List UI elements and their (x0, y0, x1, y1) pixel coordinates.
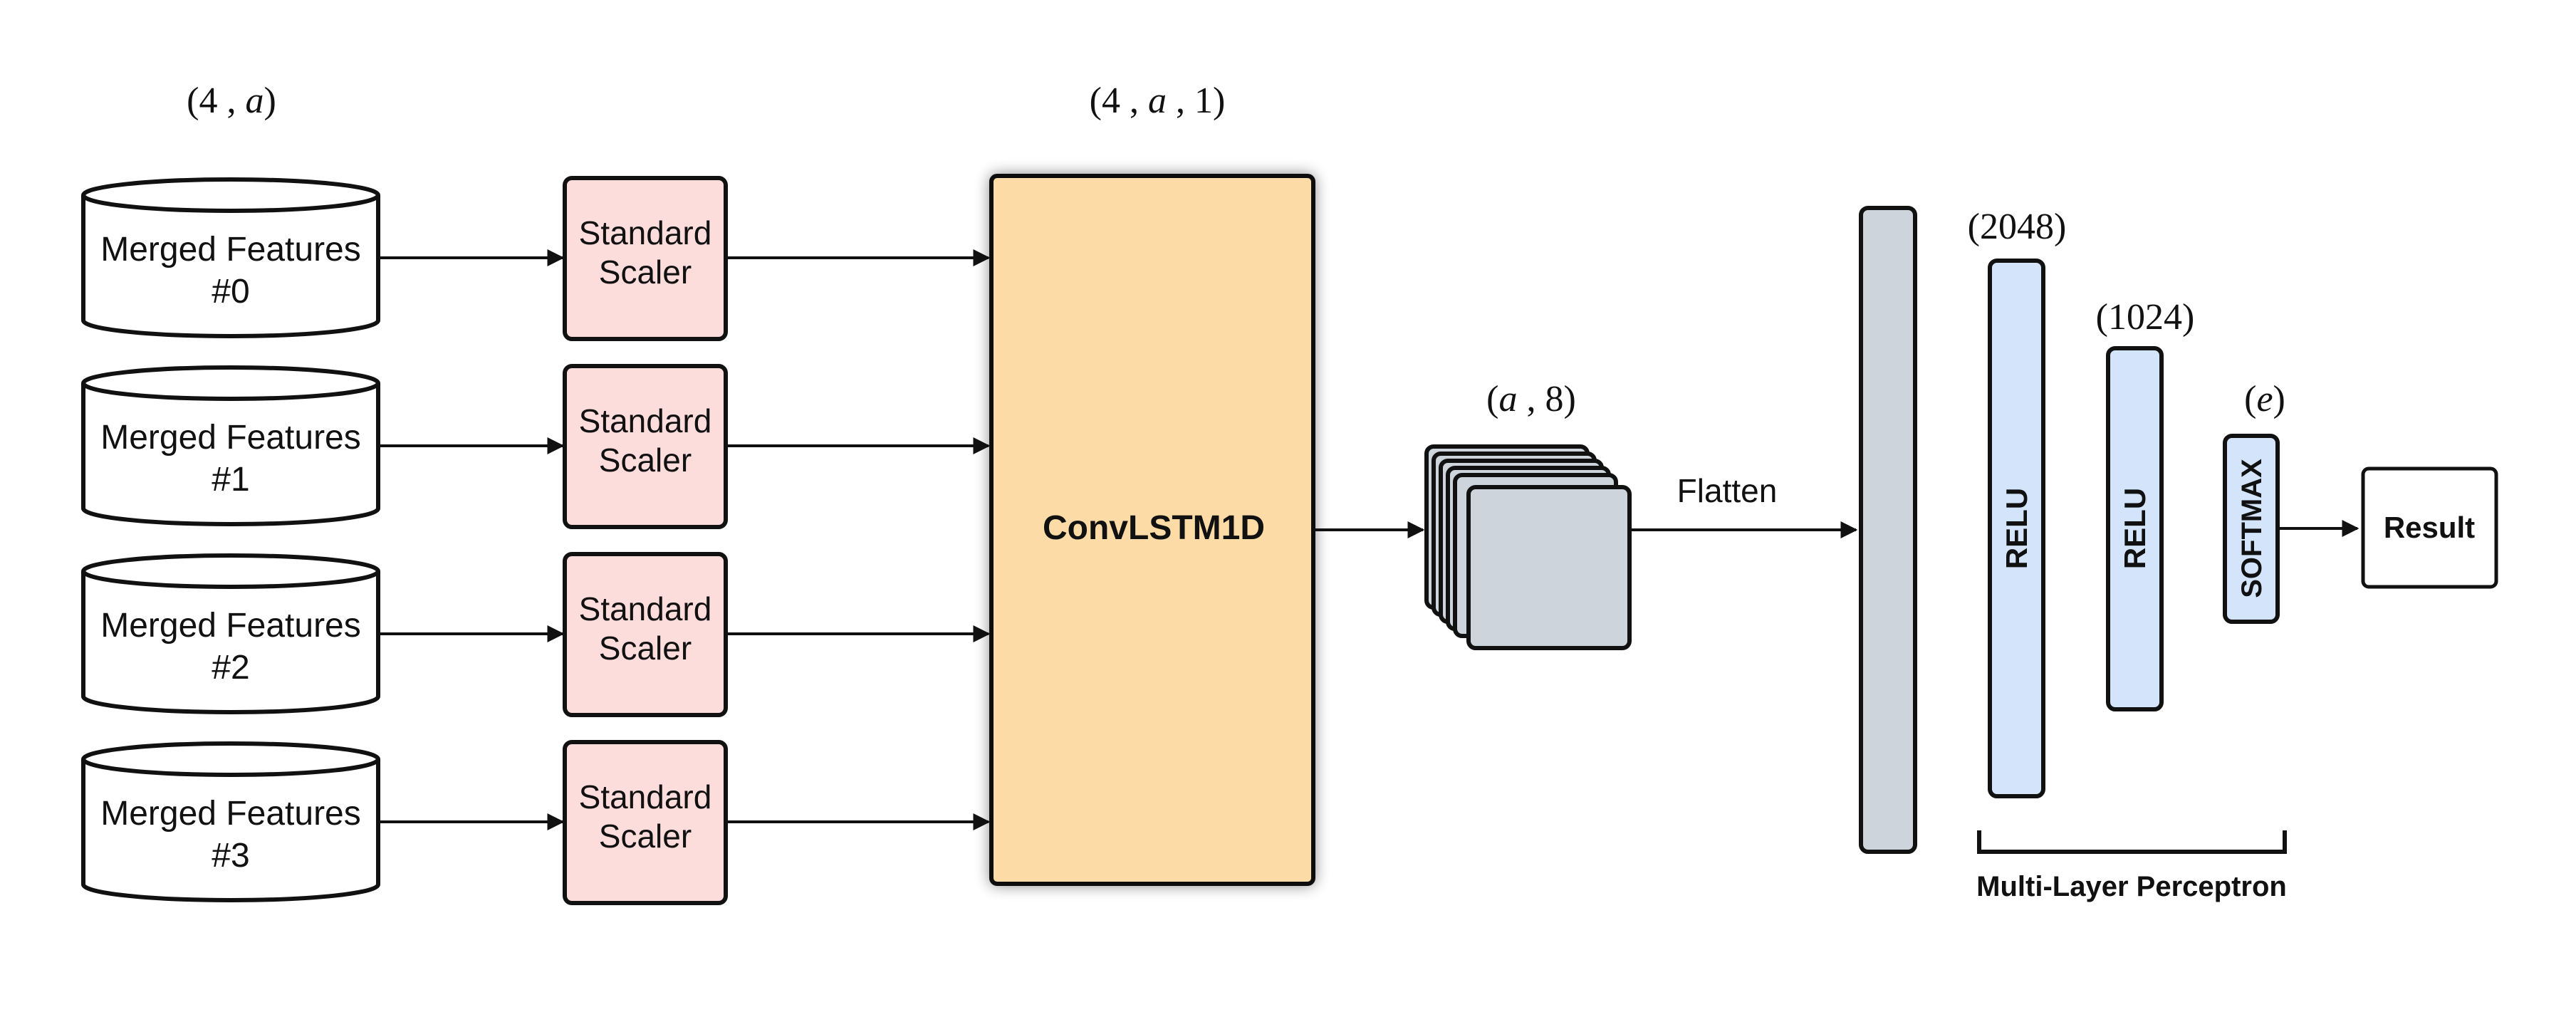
input-feature-label: Merged Features (100, 795, 361, 833)
flatten-vector-bar (1859, 206, 1917, 854)
feature-map-stack (1424, 444, 1632, 650)
scaler-label: Scaler (599, 818, 692, 855)
convlstm-output-dim-label: (a , 8) (1486, 379, 1576, 419)
dense-layer-1: RELU (1988, 259, 2045, 798)
input-feature-3: Merged Features #3 (81, 741, 380, 902)
scaler-label: Standard (579, 402, 712, 439)
dense-layer-activation: RELU (2000, 488, 2033, 569)
input-feature-label: Merged Features (100, 419, 361, 457)
scaler-label: Standard (579, 778, 712, 815)
dense2-dim-label: (1024) (2096, 297, 2195, 338)
flatten-label: Flatten (1677, 472, 1778, 509)
input-feature-1: Merged Features #1 (81, 365, 380, 526)
output-layer-activation: SOFTMAX (2236, 459, 2268, 598)
scaler-label: Standard (579, 214, 712, 251)
dense1-dim-label: (2048) (1968, 207, 2067, 247)
input-feature-0: Merged Features #0 (81, 177, 380, 338)
convlstm-input-dim-label: (4 , a , 1) (1090, 80, 1226, 121)
mlp-label: Multi-Layer Perceptron (1976, 871, 2287, 902)
standard-scaler-2: Standard Scaler (563, 552, 728, 717)
output-layer: SOFTMAX (2223, 434, 2280, 624)
standard-scaler-3: Standard Scaler (563, 740, 728, 905)
input-dim-label: (4 , a) (187, 80, 276, 121)
input-feature-label: Merged Features (100, 607, 361, 645)
input-feature-index: #0 (212, 273, 249, 311)
dense-layer-2: RELU (2106, 346, 2164, 711)
scaler-label: Standard (579, 590, 712, 627)
scaler-label: Scaler (599, 630, 692, 667)
dense-layer-activation: RELU (2118, 488, 2152, 569)
result-box: Result (2361, 466, 2498, 589)
mlp-brace (1977, 830, 2287, 854)
output-dim-label: (e) (2244, 379, 2285, 419)
standard-scaler-0: Standard Scaler (563, 176, 728, 341)
input-feature-index: #3 (212, 837, 249, 875)
result-label: Result (2384, 511, 2475, 544)
input-feature-index: #2 (212, 649, 249, 687)
convlstm-label: ConvLSTM1D (1043, 509, 1265, 547)
scaler-label: Scaler (599, 254, 692, 291)
scaler-label: Scaler (599, 442, 692, 479)
input-feature-index: #1 (212, 461, 249, 499)
convlstm-block: ConvLSTM1D (989, 174, 1315, 886)
standard-scaler-1: Standard Scaler (563, 364, 728, 529)
input-feature-2: Merged Features #2 (81, 553, 380, 714)
input-feature-label: Merged Features (100, 231, 361, 268)
